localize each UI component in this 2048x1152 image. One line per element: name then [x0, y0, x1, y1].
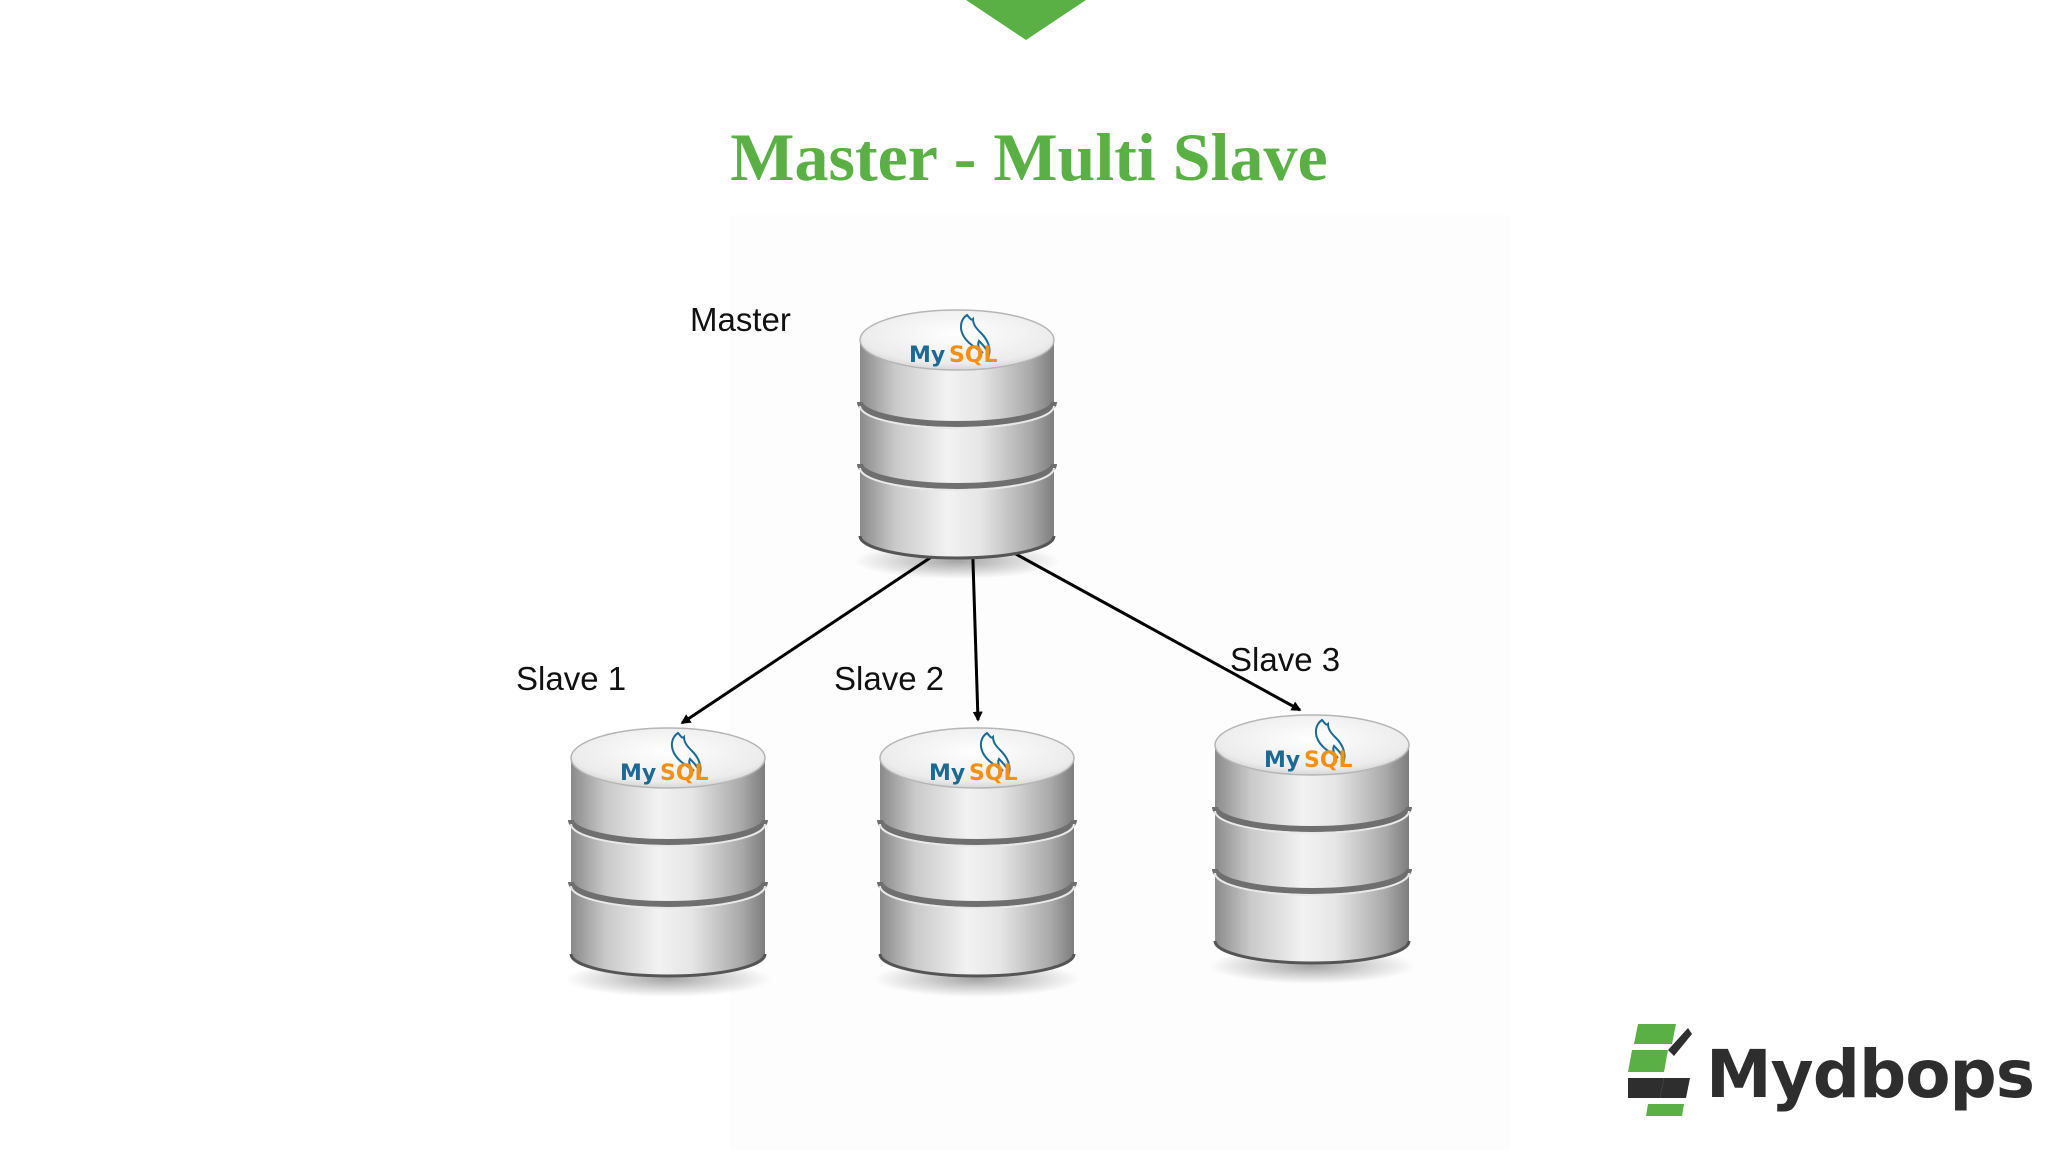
slave3-database-icon: My SQL — [1209, 715, 1415, 984]
svg-text:SQL: SQL — [969, 761, 1018, 786]
svg-text:My: My — [1264, 748, 1300, 773]
triangle-down-icon — [966, 0, 1086, 40]
svg-text:SQL: SQL — [1304, 748, 1353, 773]
slave2-database-icon: My SQL — [874, 728, 1080, 997]
slave1-label: Slave 1 — [516, 660, 627, 697]
svg-text:My: My — [620, 761, 656, 786]
slave1-database-icon: My SQL — [565, 728, 771, 997]
svg-text:My: My — [929, 761, 965, 786]
slave2-label: Slave 2 — [834, 660, 945, 697]
master-label: Master — [690, 301, 791, 338]
mydbops-logo-icon — [1628, 1024, 1692, 1116]
page-title: Master - Multi Slave — [730, 119, 1328, 195]
svg-text:My: My — [909, 343, 945, 368]
slave3-label: Slave 3 — [1230, 641, 1341, 678]
mydbops-logo-text: Mydbops — [1706, 1036, 2035, 1113]
svg-text:SQL: SQL — [949, 343, 998, 368]
master-database-icon: My SQL — [854, 310, 1060, 579]
svg-text:SQL: SQL — [660, 761, 709, 786]
